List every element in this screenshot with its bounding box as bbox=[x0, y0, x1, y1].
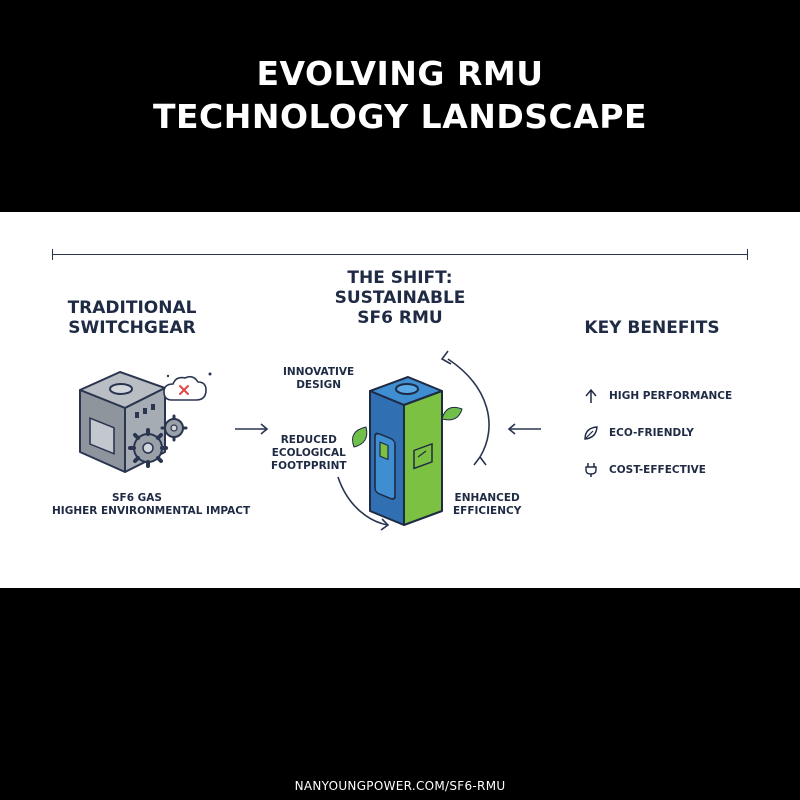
shift-heading-line-1: THE SHIFT: bbox=[347, 268, 453, 288]
traditional-caption-line-2: HIGHER ENVIRONMENTAL IMPACT bbox=[52, 505, 251, 517]
traditional-switchgear-icon bbox=[79, 371, 212, 473]
traditional-heading: TRADITIONAL SWITCHGEAR bbox=[52, 298, 212, 338]
title-line-1: EVOLVING RMU bbox=[256, 54, 544, 93]
leaf-icon bbox=[584, 426, 598, 440]
footer-url: NANYOUNGPOWER.COM/SF6-RMU bbox=[294, 779, 506, 793]
enhanced-efficiency-label: ENHANCED EFFICIENCY bbox=[453, 492, 521, 518]
timeline-line bbox=[52, 249, 748, 260]
traditional-caption: SF6 GAS HIGHER ENVIRONMENTAL IMPACT bbox=[52, 492, 251, 518]
page-title: EVOLVING RMU TECHNOLOGY LANDSCAPE bbox=[0, 52, 800, 138]
enhanced-efficiency-line-2: EFFICIENCY bbox=[453, 505, 522, 517]
sustainable-rmu-icon bbox=[337, 350, 490, 531]
traditional-heading-line-2: SWITCHGEAR bbox=[68, 318, 196, 338]
traditional-heading-line-1: TRADITIONAL bbox=[67, 298, 197, 318]
benefit-label: COST-EFFECTIVE bbox=[609, 464, 706, 476]
plug-icon bbox=[585, 463, 597, 477]
shift-heading: THE SHIFT: SUSTAINABLE SF6 RMU bbox=[300, 268, 500, 328]
shift-heading-line-2: SUSTAINABLE bbox=[334, 288, 466, 308]
innovative-design-line-2: DESIGN bbox=[296, 379, 341, 391]
innovative-design-label: INNOVATIVE DESIGN bbox=[283, 366, 354, 392]
benefits-heading: KEY BENEFITS bbox=[584, 318, 720, 338]
shift-heading-line-3: SF6 RMU bbox=[357, 308, 443, 328]
arrow-right-icon bbox=[235, 423, 269, 435]
benefit-label: HIGH PERFORMANCE bbox=[609, 390, 733, 402]
traditional-caption-line-1: SF6 GAS bbox=[111, 492, 162, 504]
title-line-2: TECHNOLOGY LANDSCAPE bbox=[152, 97, 648, 136]
reduced-footprint-line-3: FOOTPPRINT bbox=[271, 460, 347, 472]
enhanced-efficiency-line-1: ENHANCED bbox=[454, 492, 520, 504]
reduced-footprint-line-2: ECOLOGICAL bbox=[271, 447, 346, 459]
arrow-left-icon bbox=[507, 423, 541, 435]
reduced-footprint-line-1: REDUCED bbox=[280, 434, 337, 446]
benefit-cost-effective: COST-EFFECTIVE bbox=[583, 462, 706, 478]
reduced-footprint-label: REDUCED ECOLOGICAL FOOTPPRINT bbox=[271, 434, 347, 473]
arrow-up-icon bbox=[585, 388, 597, 403]
innovative-design-line-1: INNOVATIVE bbox=[283, 366, 355, 378]
benefit-high-performance: HIGH PERFORMANCE bbox=[583, 388, 732, 404]
benefit-label: ECO-FRIENDLY bbox=[609, 427, 694, 439]
diagram-panel: TRADITIONAL SWITCHGEAR bbox=[0, 212, 800, 588]
benefit-eco-friendly: ECO-FRIENDLY bbox=[583, 425, 694, 441]
